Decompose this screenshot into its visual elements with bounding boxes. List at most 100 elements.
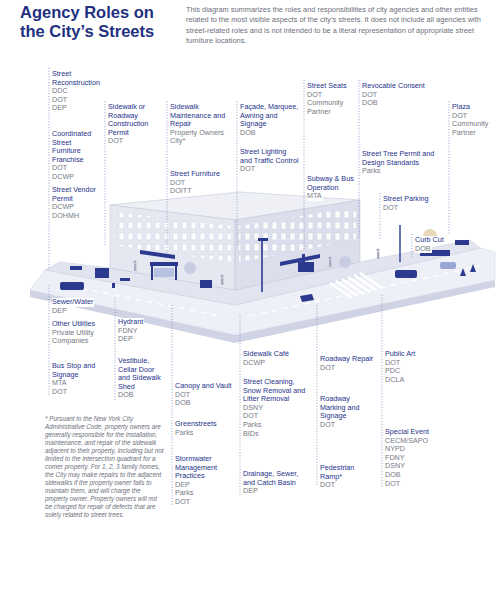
agency-label: DOB [415,245,432,254]
leader-line [240,315,241,495]
role-label: Sidewalk or Roadway Construction Permit [108,103,163,137]
role-label: Plaza [452,103,471,112]
leader-line [115,298,116,400]
agency-label: DCWP [52,203,75,212]
leader-line [380,193,381,240]
footnote: * Pursuant to the New York City Administ… [45,415,165,519]
agency-label: DOT [243,412,259,421]
leader-line [317,305,318,485]
leader-line [412,234,413,258]
agency-label: MTA [52,379,68,388]
agency-label: Community Partner [307,99,357,116]
agency-label: DOT [307,91,323,100]
agency-label: DOT [52,164,68,173]
agency-label: Parks [243,421,262,430]
callout: Bus Stop and SignageMTADOT [52,362,110,396]
callout: Public ArtDOTPDCDCLA [385,350,447,384]
callout: Sidewalk CaféDCWP [243,350,313,367]
agency-label: DSNY [385,462,406,471]
agency-label: DOT [320,421,336,430]
role-label: Street Lighting and Traffic Control [240,148,300,165]
callout: Façade, Marquee, Awning and SignageDOB [240,103,300,137]
leader-line [237,101,238,245]
agency-label: Parks [362,167,381,176]
agency-label: DDC [52,87,69,96]
role-label: Street Seats [307,82,348,91]
role-label: Street Furniture [170,170,221,179]
role-label: Street Vendor Permit [52,186,102,203]
callout: Curb CutDOB [415,236,455,253]
agency-label: DOT [385,480,401,489]
agency-label: FDNY [385,454,406,463]
callout: HydrantFDNYDEP [118,318,166,344]
callout: Street Lighting and Traffic ControlDOT [240,148,300,174]
leader-line [304,80,305,250]
leader-line [172,305,173,505]
agency-label: DCWP [52,173,75,182]
role-label: Canopy and Vault [175,382,233,391]
footnote-text: * Pursuant to the New York City Administ… [45,415,165,519]
role-label: Hydrant [118,318,144,327]
agency-label: DOT [383,204,399,213]
leader-line [359,80,360,238]
callout: Street SeatsDOTCommunity Partner [307,82,357,116]
agency-label: DOT [170,179,186,188]
role-label: Sidewalk Maintenance and Repair [170,103,232,129]
agency-label: DCLA [385,376,405,385]
callout: Special EventCECM/SAPONYPDFDNYDSNYDOBDOT [385,428,447,488]
callout: Sidewalk Maintenance and RepairProperty … [170,103,232,146]
agency-label: DOT [385,359,401,368]
callout: Street ParkingDOT [383,195,438,212]
leader-line [167,101,168,255]
role-label: Public Art [385,350,416,359]
role-label: Curb Cut [415,236,445,245]
agency-label: Private Utility Companies [52,329,110,346]
agency-label: DOB [175,399,192,408]
agency-label: DEP [175,481,191,490]
role-label: Roadway Repair [320,355,374,364]
callout: Street Vendor PermitDCWPDOHMH [52,186,102,220]
agency-label: FDNY [118,327,139,336]
callout: Street Tree Permit and Design StandardsP… [362,150,442,176]
callout: Street Cleaning, Snow Removal and Litter… [243,378,313,438]
agency-label: DOT [320,364,336,373]
role-label: Revocable Consent [362,82,426,91]
agency-label: MTA [307,192,323,201]
callout: GreenstreetsParks [175,420,237,437]
role-label: Façade, Marquee, Awning and Signage [240,103,300,129]
agency-label: DOB [118,391,135,400]
callout: Subway & Bus OperationMTA [307,175,357,201]
agency-label: DEP [118,335,134,344]
agency-label: DOITT [170,187,193,196]
leader-line [49,68,50,270]
agency-label: DOT [175,498,191,507]
role-label: Stormwater Management Practices [175,455,237,481]
role-label: Vestibule, Cellar Door and Sidewalk Shed [118,357,166,391]
agency-label: BIDs [243,430,260,439]
callout: Sewer/WaterDEP [52,298,110,315]
callout: Other UtilitiesPrivate Utility Companies [52,320,110,346]
callout: Street ReconstructionDDCDOTDEP [52,70,102,113]
callout: Street FurnitureDOTDOITT [170,170,232,196]
agency-label: DOT [452,112,468,121]
role-label: Street Reconstruction [52,70,102,87]
agency-label: DEP [52,104,68,113]
callout: Stormwater Management PracticesDEPParksD… [175,455,237,507]
role-label: Drainage, Sewer, and Catch Basin [243,470,313,487]
role-label: Sidewalk Café [243,350,290,359]
role-label: Greenstreets [175,420,218,429]
agency-label: DEP [52,307,68,316]
callout: Sidewalk or Roadway Construction PermitD… [108,103,163,146]
role-label: Bus Stop and Signage [52,362,110,379]
diagram-caption: This diagram summarizes the roles and re… [186,5,492,47]
role-label: Special Event [385,428,430,437]
role-label: Street Parking [383,195,430,204]
callout: PlazaDOTCommunity Partner [452,103,496,137]
agency-label: DOT [52,388,68,397]
agency-label: DSNY [243,404,264,413]
role-label: Street Cleaning, Snow Removal and Litter… [243,378,313,404]
role-label: Coordinated Street Furniture Franchise [52,130,102,164]
agency-label: NYPD [385,445,406,454]
agency-label: Property Owners [170,129,225,138]
